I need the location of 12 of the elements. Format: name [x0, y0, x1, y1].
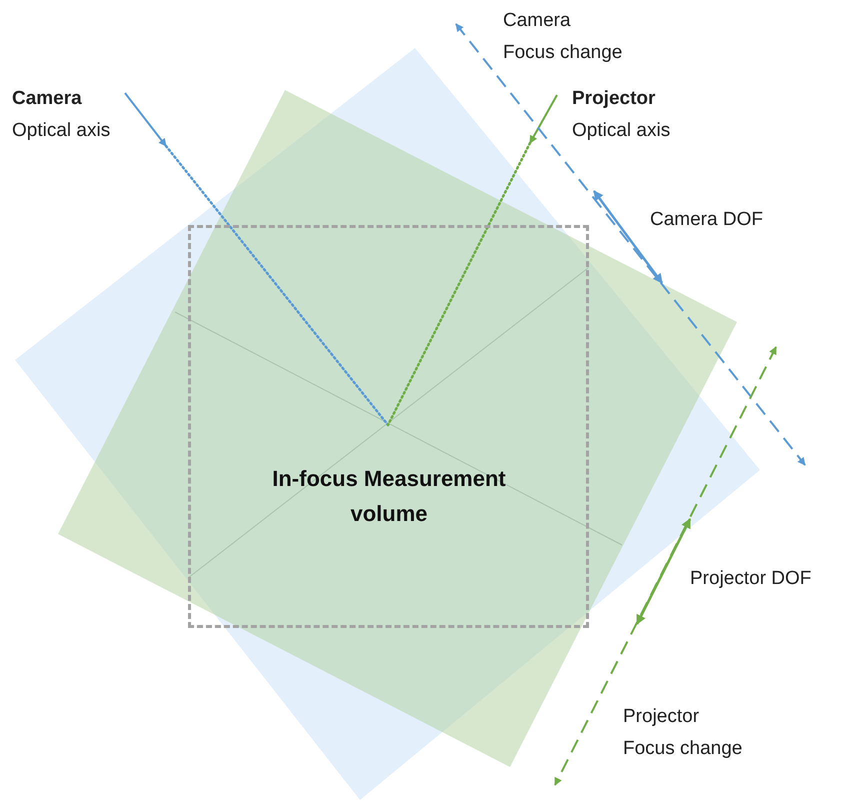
measurement-volume-box [188, 225, 589, 628]
axis-label: Projector DOF [690, 568, 812, 590]
axis-label: Projector [572, 88, 656, 110]
axis-label: Camera [12, 88, 82, 110]
axis-label: Camera DOF [650, 209, 763, 231]
axis-label: Projector [623, 706, 700, 728]
axis-label: Optical axis [12, 120, 110, 142]
axis-label: Focus change [623, 738, 742, 760]
axis-label: Camera [503, 10, 571, 32]
volume-label: In-focus Measurement volume [271, 465, 507, 528]
axis-label: Optical axis [572, 120, 670, 142]
axis-label: Focus change [503, 42, 622, 64]
